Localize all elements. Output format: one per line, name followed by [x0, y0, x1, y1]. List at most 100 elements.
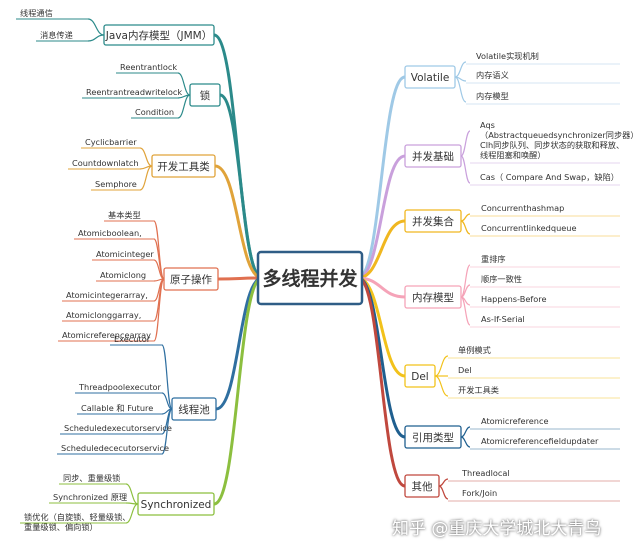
child-connector-lock	[177, 94, 191, 119]
child-connector-pool	[161, 344, 173, 410]
branch-lock: ReentrantlockReentrantreadwritelockCondi…	[82, 62, 221, 119]
child-connector-del	[434, 375, 449, 397]
child-node-pool: Executor	[114, 334, 151, 344]
branch-del: 单例模式 Del 开发工具类 Del	[404, 345, 620, 399]
child-connector-memory	[460, 296, 471, 326]
branch-label-other: 其他	[412, 480, 433, 493]
child-connector-pool	[161, 408, 173, 455]
branch-box-other	[404, 474, 440, 498]
child-node-collections: Concurrenthashmap	[481, 203, 564, 213]
connector-tools	[214, 164, 263, 280]
branch-label-tools: 开发工具类	[157, 160, 210, 173]
child-node-jmm: 消息传递	[40, 30, 73, 40]
branch-label-del: Del	[411, 371, 428, 383]
branch-label-sync: Synchronized	[141, 499, 212, 511]
child-connector-tools	[139, 147, 153, 167]
child-node-atomic: Atomicreferencearray	[62, 330, 151, 340]
child-node-del: Del	[458, 365, 472, 375]
branch-box-jmm	[103, 24, 215, 46]
branch-box-sync	[137, 492, 215, 516]
child-node-sync: 同步、重量级锁	[63, 473, 120, 483]
child-node-volatile: 内存模型	[476, 91, 509, 101]
connector-lock	[219, 93, 263, 280]
branch-box-memory	[404, 285, 462, 309]
child-node-volatile: Volatile实现机制	[476, 51, 539, 61]
child-node-atomic: Atomiclonggarray,	[66, 310, 141, 320]
child-node-atomic: Atomicintegerarray,	[66, 290, 148, 300]
branch-label-volatile: Volatile	[411, 72, 450, 84]
child-node-collections: Concurrentlinkedqueue	[481, 223, 577, 233]
branch-label-pool: 线程池	[178, 403, 210, 416]
child-connector-other	[438, 478, 449, 487]
child-node-other: Threadlocal	[461, 468, 510, 478]
branch-box-lock	[189, 83, 221, 107]
child-node-ref: Atomicreference	[481, 416, 549, 426]
child-node-atomic: Atomiclong	[100, 270, 146, 280]
child-node-ref: Atomicreferencefieldupdater	[481, 436, 599, 446]
child-node-lock: Reentrantlock	[120, 62, 177, 72]
child-node-lock: Reentrantreadwritelock	[86, 87, 182, 97]
child-connector-basics	[460, 155, 471, 184]
child-node-sync: Synchronized 原理	[53, 492, 127, 502]
connector-ref	[357, 276, 406, 439]
connector-sync	[213, 276, 263, 506]
child-node-volatile: 内存语义	[476, 70, 509, 80]
child-node-lock: Condition	[135, 107, 174, 117]
connector-collections	[357, 219, 406, 280]
child-node-atomic: Atomicinteger	[96, 249, 154, 259]
branch-label-jmm: Java内存模型（JMM）	[105, 29, 212, 42]
branch-box-ref	[404, 425, 462, 449]
branch-ref: AtomicreferenceAtomicreferencefieldupdat…	[404, 416, 620, 450]
child-connector-ref	[460, 436, 471, 448]
branch-label-basics: 并发基础	[412, 150, 454, 163]
center-node: 多线程并发	[256, 250, 364, 306]
child-node-tools: Semphore	[95, 179, 137, 189]
child-connector-del	[434, 355, 449, 377]
child-node-pool: Scheduledececutorservice	[61, 443, 169, 453]
branch-box-volatile	[404, 65, 456, 89]
child-node-basics: Cas（ Compare And Swap，缺陷）	[480, 172, 619, 182]
child-node-atomic: 基本类型	[108, 210, 141, 220]
child-connector-collections	[460, 213, 471, 222]
child-connector-sync	[125, 503, 139, 524]
branch-box-pool	[171, 397, 217, 421]
branch-label-atomic: 原子操作	[170, 273, 212, 286]
child-node-del: 单例模式	[458, 345, 491, 355]
branch-box-del	[404, 364, 436, 388]
branch-label-collections: 并发集合	[412, 215, 454, 228]
child-node-pool: Scheduledexecutorservice	[64, 423, 172, 433]
child-node-other: Fork/Join	[462, 488, 497, 498]
child-node-tools: Cyclicbarrier	[85, 137, 137, 147]
branch-box-collections	[404, 209, 462, 233]
branch-label-ref: 引用类型	[412, 431, 454, 444]
child-node-del: 开发工具类	[458, 385, 499, 395]
child-connector-atomic	[153, 278, 165, 342]
branch-box-basics	[404, 144, 462, 168]
child-connector-jmm	[87, 18, 105, 36]
child-connector-volatile	[454, 61, 467, 78]
connector-volatile	[357, 75, 406, 280]
child-node-basics: Aqs（Abstractqueuedsynchronizer同步器）Clh同步队…	[480, 120, 639, 160]
child-connector-other	[438, 485, 449, 500]
child-connector-sync	[125, 483, 139, 505]
branch-label-lock: 锁	[200, 89, 211, 102]
child-node-tools: Countdownlatch	[72, 158, 139, 168]
child-connector-volatile	[454, 76, 467, 103]
watermark: 知乎 @重庆大学城北大青鸟	[392, 519, 602, 539]
child-node-memory: 顺序一致性	[481, 274, 522, 284]
branch-basics: Aqs（Abstractqueuedsynchronizer同步器）Clh同步队…	[404, 120, 639, 186]
branch-atomic: 基本类型 Atomicboolean, AtomicintegerAtomiclon…	[58, 210, 219, 342]
branch-box-atomic	[163, 267, 219, 291]
child-node-atomic: Atomicboolean,	[78, 228, 142, 238]
child-connector-tools	[139, 165, 153, 191]
child-connector-lock	[177, 72, 191, 96]
